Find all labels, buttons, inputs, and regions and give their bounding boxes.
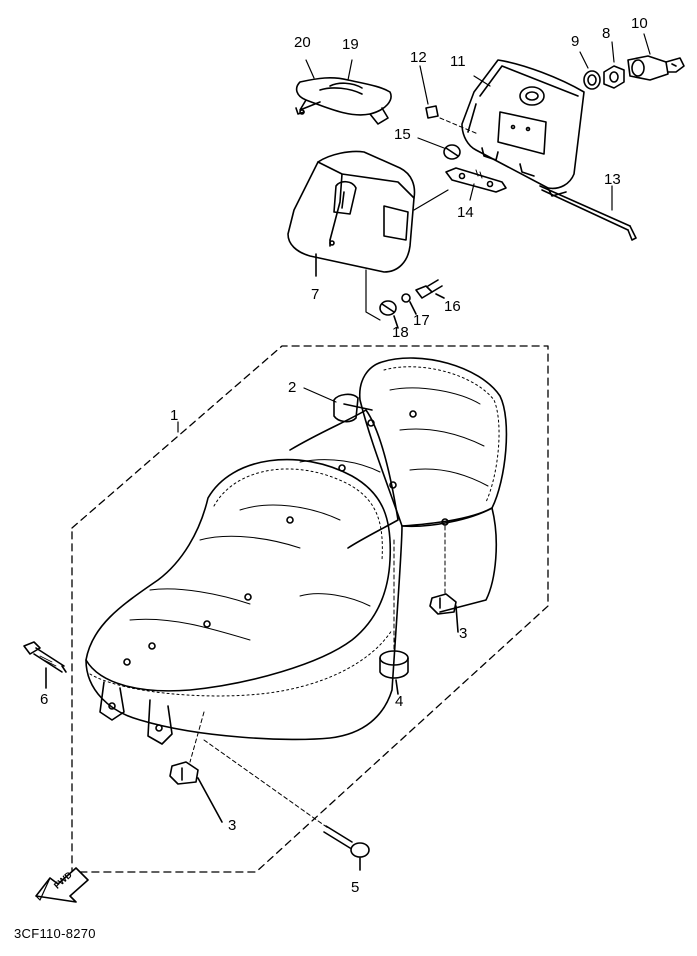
part-label-6: 6: [40, 691, 49, 708]
fastener-16: [415, 279, 445, 299]
part-label-3-right: 3: [459, 625, 468, 642]
damper-4: [379, 539, 409, 695]
washer-9: [579, 51, 601, 90]
nut-12: [419, 65, 479, 135]
part-label-7: 7: [311, 286, 320, 303]
bracket-11: [461, 59, 585, 197]
part-label-1: 1: [170, 407, 179, 424]
clip-3-left: [169, 711, 223, 823]
fastener-18: [379, 300, 399, 329]
part-label-20: 20: [294, 34, 311, 51]
part-label-3-left: 3: [228, 817, 237, 834]
nut-8: [603, 41, 625, 89]
rod-13: [539, 185, 637, 241]
part-label-10: 10: [631, 15, 648, 32]
part-label-9: 9: [571, 33, 580, 50]
fwd-arrow-icon: [35, 867, 89, 903]
seat-drawing: [85, 357, 508, 745]
part-label-16: 16: [444, 298, 461, 315]
drawing-reference-code: 3CF110-8270: [14, 926, 96, 941]
plate-14: [445, 167, 507, 201]
part-label-18: 18: [392, 324, 409, 341]
part-label-5: 5: [351, 879, 360, 896]
clip-3-right: [429, 525, 459, 633]
part-label-17: 17: [413, 312, 430, 329]
fastener-17: [401, 293, 417, 315]
part-label-14: 14: [457, 204, 474, 221]
part-label-15: 15: [394, 126, 411, 143]
part-label-19: 19: [342, 36, 359, 53]
assembly-boundary: [71, 345, 549, 873]
part-label-11: 11: [450, 53, 466, 70]
bolt-5: [203, 739, 370, 871]
part-label-12: 12: [410, 49, 427, 66]
lock-cylinder-10: [627, 33, 685, 81]
strap-19-20: [295, 59, 392, 125]
part-label-4: 4: [395, 693, 404, 710]
bolt-6: [23, 641, 67, 689]
grommet-15: [417, 137, 461, 160]
part-label-2: 2: [288, 379, 297, 396]
tail-cover-7: [287, 150, 449, 321]
part-label-8: 8: [602, 25, 611, 42]
part-label-13: 13: [604, 171, 621, 188]
